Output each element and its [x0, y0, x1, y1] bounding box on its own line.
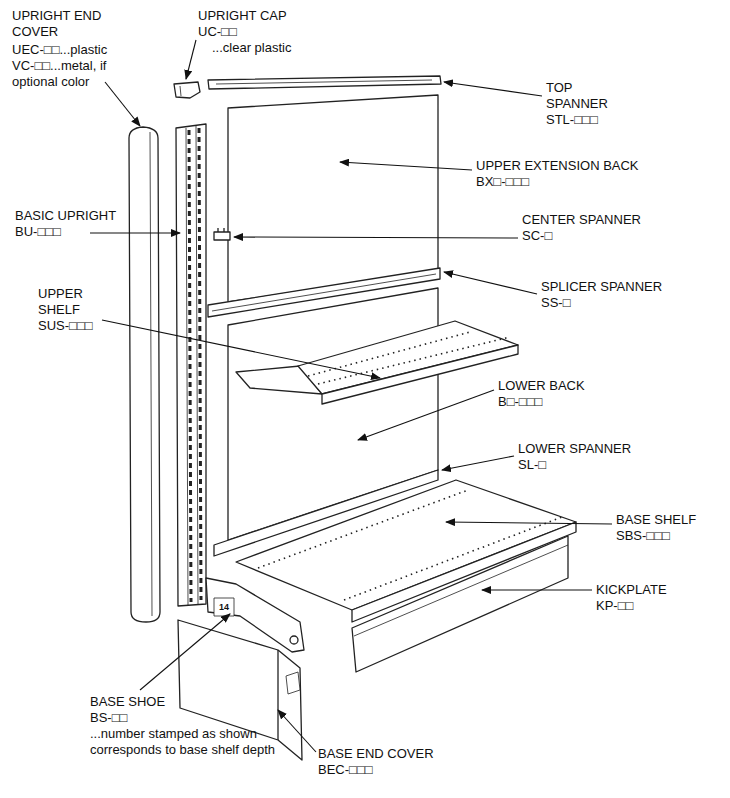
part-code: STL-□□□	[546, 112, 598, 128]
part-code: SUS-□□□	[38, 318, 93, 334]
part-name: BU-□□□	[15, 224, 61, 240]
part-code: ...clear plastic	[212, 40, 291, 56]
part-name: SL-□	[518, 457, 546, 473]
part-code: SC-□	[522, 228, 552, 244]
part-name: SPLICER SPANNER	[541, 279, 662, 295]
stamped-number: 14	[218, 602, 230, 612]
part-code: UC-□□	[198, 24, 237, 40]
part-code: SS-□	[541, 295, 571, 311]
part-code: UEC-□□...plastic	[12, 42, 107, 58]
part-code: B□-□□□	[498, 394, 542, 410]
part-code: KP-□□	[596, 598, 633, 614]
part-code: BASIC UPRIGHT	[15, 208, 116, 224]
part-code: UPPER EXTENSION BACK	[476, 158, 639, 174]
part-name: BX□-□□□	[476, 174, 529, 190]
part-code: ...number stamped as shown corresponds t…	[90, 726, 305, 758]
part-code: VC-□□...metal, if optional color	[12, 58, 112, 90]
part-code: BASE END COVER	[318, 746, 434, 762]
part-name: KICKPLATE	[596, 582, 667, 598]
part-code: LOWER SPANNER	[518, 441, 631, 457]
part-name: BEC-□□□	[318, 762, 373, 778]
part-name: TOP SPANNER	[546, 80, 616, 112]
part-code: UPPER SHELF	[38, 286, 98, 318]
part-name: BS-□□	[90, 710, 127, 726]
part-code: SBS-□□□	[616, 528, 670, 544]
part-name: LOWER BACK	[498, 378, 585, 394]
part-code: CENTER SPANNER	[522, 212, 641, 228]
part-code: BASE SHELF	[616, 512, 696, 528]
part-code: BASE SHOE	[90, 694, 165, 710]
part-name: UPRIGHT CAP	[198, 8, 287, 24]
part-name: UPRIGHT END COVER	[12, 8, 104, 40]
